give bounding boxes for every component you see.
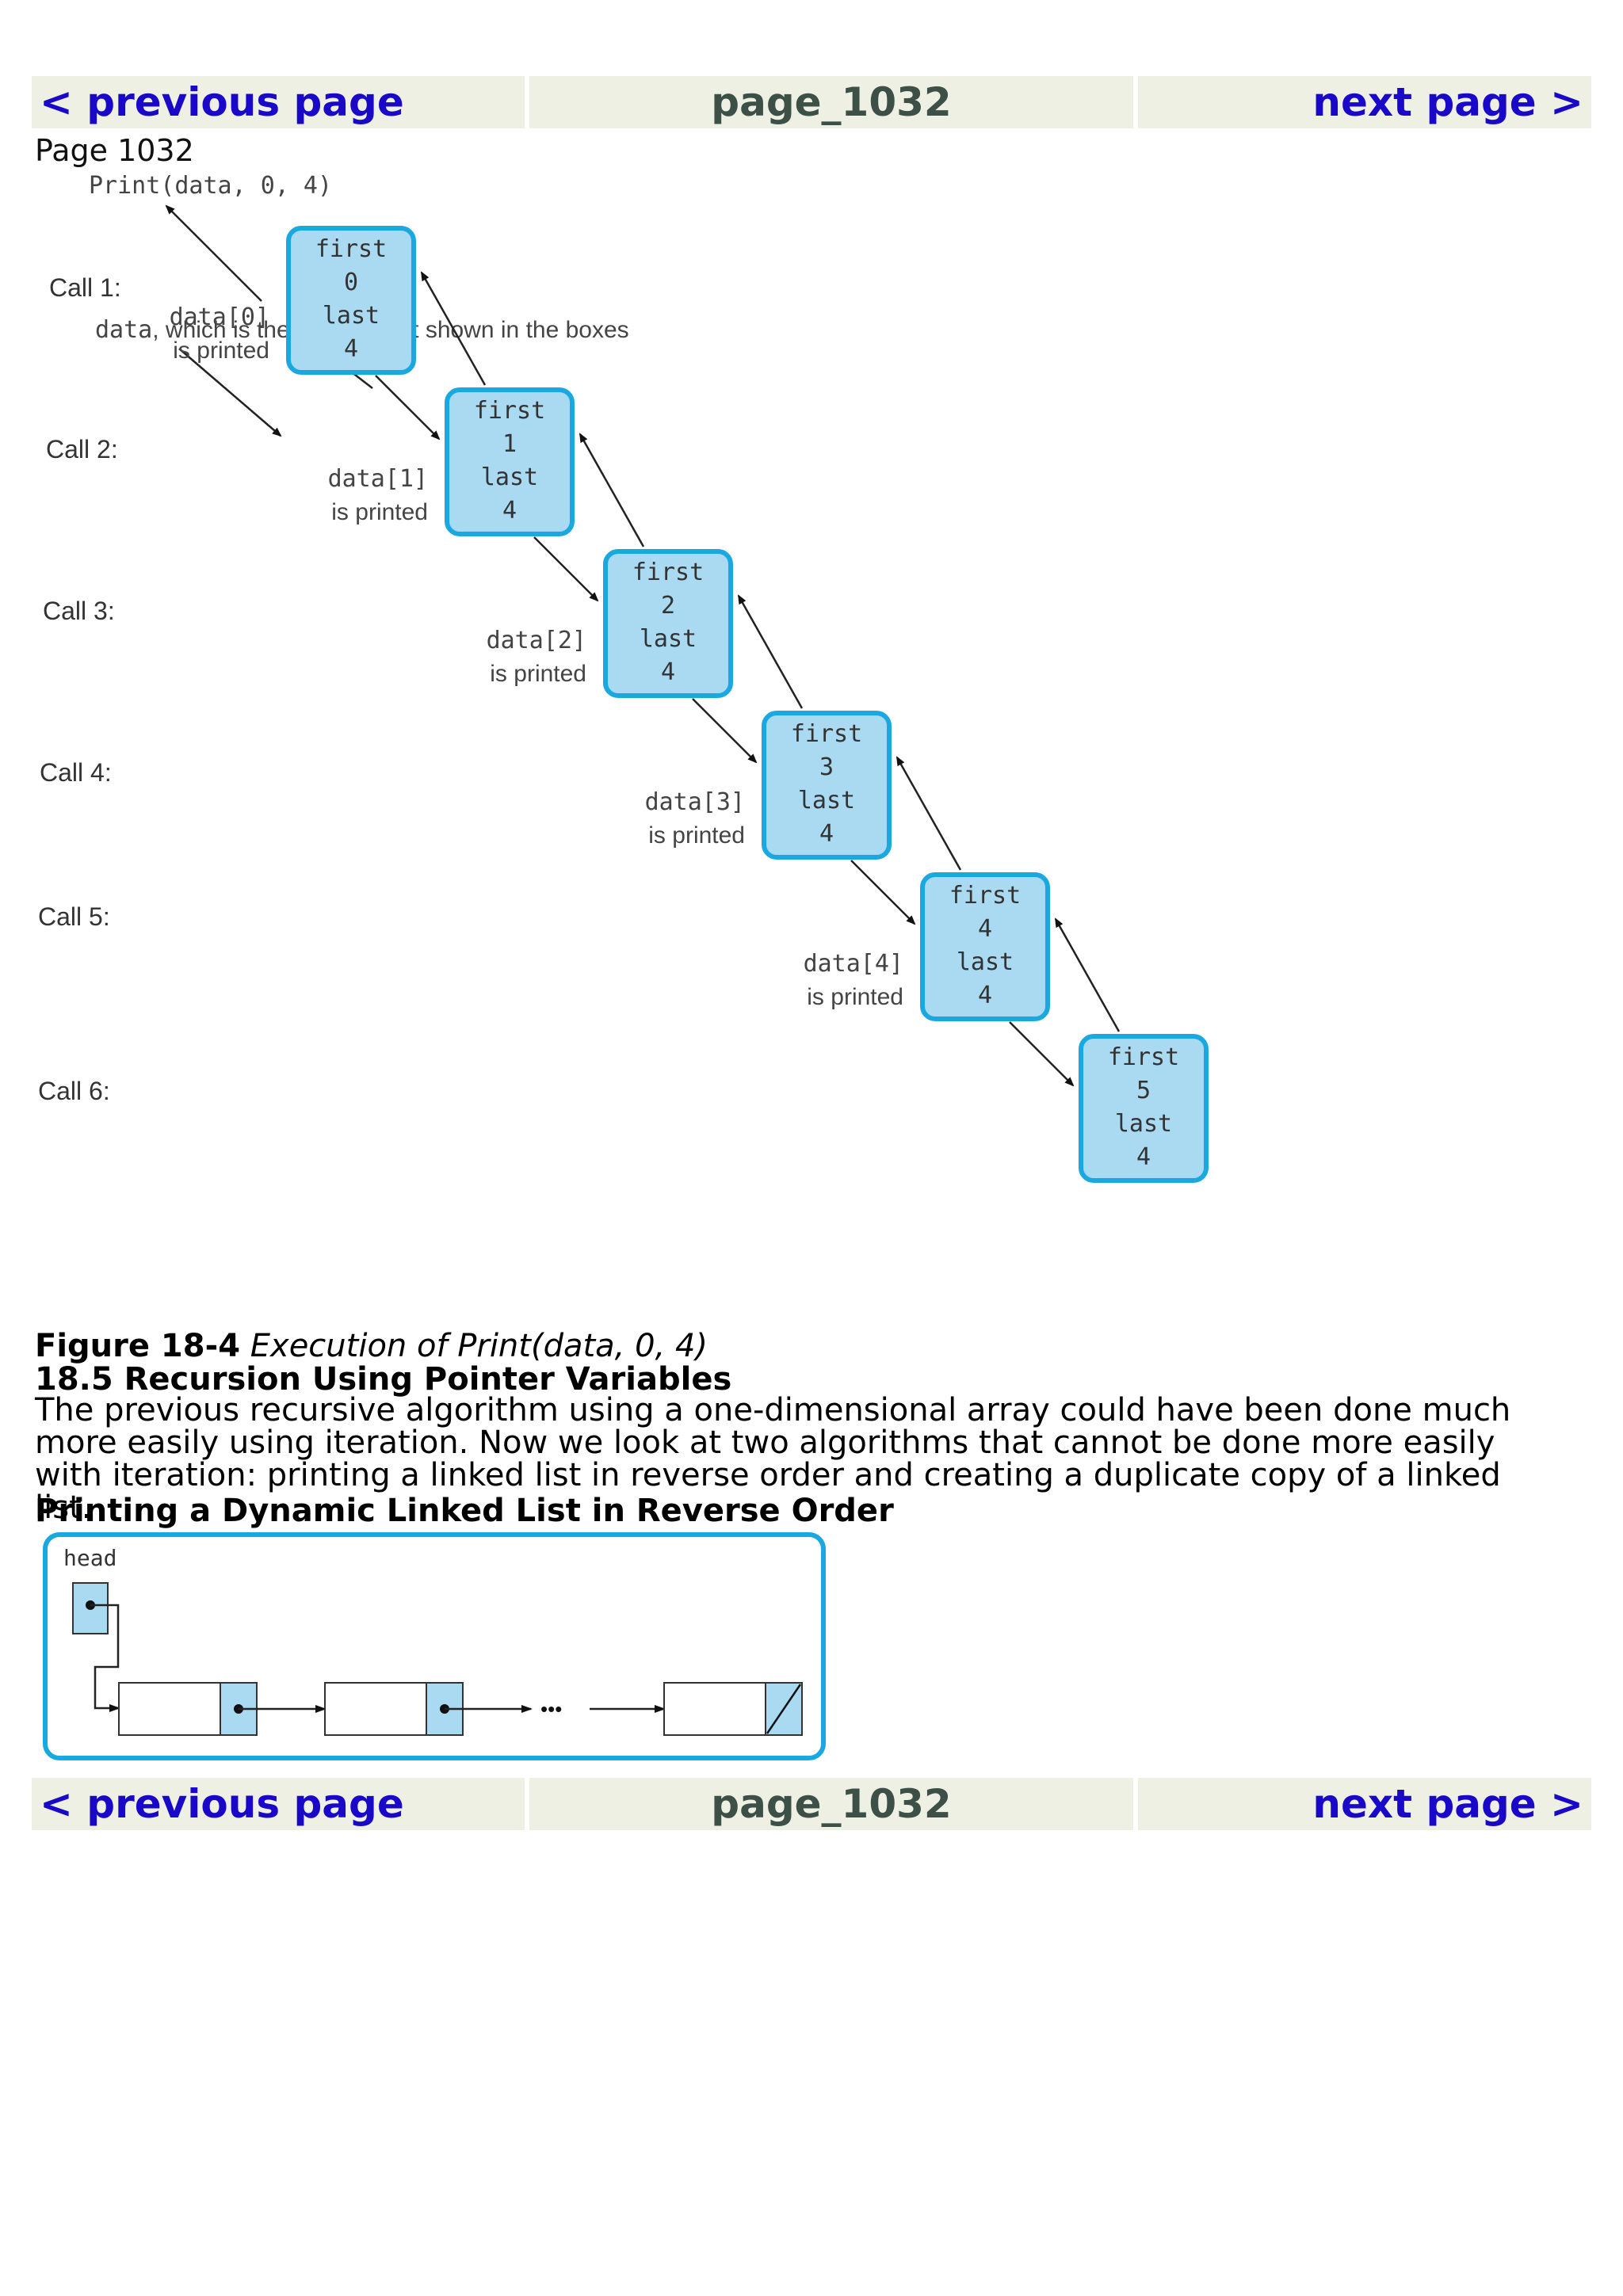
call-6-first-label: first: [1108, 1043, 1179, 1071]
sub-heading: Printing a Dynamic Linked List in Revers…: [35, 1493, 894, 1529]
call-1-frame-box: [286, 226, 416, 375]
list-last-node-data: [663, 1682, 766, 1736]
call-6-last-value: 4: [1136, 1143, 1151, 1171]
list-ellipsis: •••: [540, 1697, 562, 1721]
call-5-label: Call 5:: [38, 902, 110, 931]
call-5-last-value: 4: [978, 982, 992, 1009]
recursion-figure: Print(data, 0, 4) data, which is the arr…: [38, 172, 1209, 1183]
call-4-call-arrow: [850, 860, 916, 925]
call-2-last-label: last: [481, 463, 538, 491]
call-5-printed-note: is printed: [807, 984, 903, 1010]
call-2-call-arrow: [533, 536, 599, 602]
call-6-label: Call 6:: [38, 1077, 110, 1105]
call-1-call-arrow: [375, 375, 441, 441]
call-5-frame-box: [920, 872, 1050, 1021]
figure-number: Figure 18-4: [35, 1328, 241, 1364]
call-4-printed-note: is printed: [648, 822, 745, 849]
page-name: page_1032: [529, 76, 1133, 128]
call-4-last-label: last: [798, 787, 855, 814]
call-3-printed-element: data[2]: [487, 627, 586, 654]
call-3-printed-note: is printed: [490, 661, 586, 687]
call-2-first-value: 1: [502, 430, 517, 458]
call-2-label: Call 2:: [46, 435, 118, 463]
call-5-first-label: first: [949, 882, 1021, 910]
call-1-last-value: 4: [344, 335, 358, 363]
call-3-first-label: first: [632, 559, 704, 586]
call-6-return-arrow: [1054, 917, 1121, 1032]
page-name: page_1032: [529, 1778, 1133, 1830]
call-4-label: Call 4:: [40, 758, 112, 787]
call-5-printed-element: data[4]: [804, 950, 903, 978]
call-5-first-value: 4: [978, 915, 992, 943]
page-label: Page 1032: [35, 133, 194, 168]
call-3-frame-box: [603, 549, 733, 698]
call-1-last-label: last: [323, 302, 380, 330]
call-3-first-value: 2: [661, 592, 675, 620]
call-4-printed-element: data[3]: [645, 788, 745, 816]
section-heading: 18.5 Recursion Using Pointer Variables: [35, 1361, 732, 1398]
figure-caption: Figure 18-4 Execution of Print(data, 0, …: [35, 1328, 708, 1364]
call-1-label: Call 1:: [49, 273, 121, 302]
list-node-1-data: [118, 1682, 221, 1736]
call-2-return-arrow: [420, 271, 487, 386]
call-1-printed-element: data[0]: [170, 303, 269, 331]
call-3-label: Call 3:: [43, 597, 115, 625]
call-2-first-label: first: [474, 397, 545, 425]
next-page-link[interactable]: next page >: [1138, 76, 1591, 128]
call-5-call-arrow: [1009, 1021, 1075, 1087]
call-1-printed-note: is printed: [173, 338, 269, 364]
call-4-first-label: first: [791, 720, 862, 748]
head-label: head: [63, 1545, 116, 1571]
null-slash: [766, 1684, 802, 1734]
figure-caption-text: Execution of Print(data, 0, 4): [250, 1328, 708, 1364]
top-navigation: < previous page page_1032 next page >: [32, 76, 1594, 128]
linked-list-figure: head •••: [43, 1532, 826, 1760]
call-2-printed-note: is printed: [331, 499, 428, 525]
call-6-last-label: last: [1115, 1110, 1172, 1138]
call-2-frame-box: [445, 387, 575, 536]
call-1-first-label: first: [315, 235, 387, 263]
call-6-first-value: 5: [1136, 1077, 1151, 1104]
entry-arrow: [178, 348, 282, 437]
call-2-last-value: 4: [502, 497, 517, 524]
call-5-last-label: last: [957, 948, 1014, 976]
call-5-return-arrow: [896, 756, 962, 871]
bottom-navigation: < previous page page_1032 next page >: [32, 1778, 1594, 1830]
top-call-text: Print(data, 0, 4): [89, 172, 332, 200]
head-pointer-line: [90, 1604, 120, 1712]
call-4-last-value: 4: [819, 820, 834, 848]
previous-page-link[interactable]: < previous page: [32, 76, 525, 128]
call-4-return-arrow: [737, 594, 804, 709]
call-6-frame-box: [1079, 1034, 1209, 1183]
call-3-return-arrow: [579, 433, 645, 547]
call-1-first-value: 0: [344, 269, 358, 296]
list-node-2-data: [324, 1682, 427, 1736]
call-3-call-arrow: [692, 698, 758, 764]
call-2-printed-element: data[1]: [328, 465, 428, 493]
top-call-arrow: [165, 204, 262, 302]
body-paragraph: The previous recursive algorithm using a…: [35, 1392, 1511, 1526]
call-4-first-value: 3: [819, 753, 834, 781]
next-page-link[interactable]: next page >: [1138, 1778, 1591, 1830]
call-3-last-label: last: [640, 625, 697, 653]
call-3-last-value: 4: [661, 658, 675, 686]
previous-page-link[interactable]: < previous page: [32, 1778, 525, 1830]
call-4-frame-box: [762, 711, 892, 860]
